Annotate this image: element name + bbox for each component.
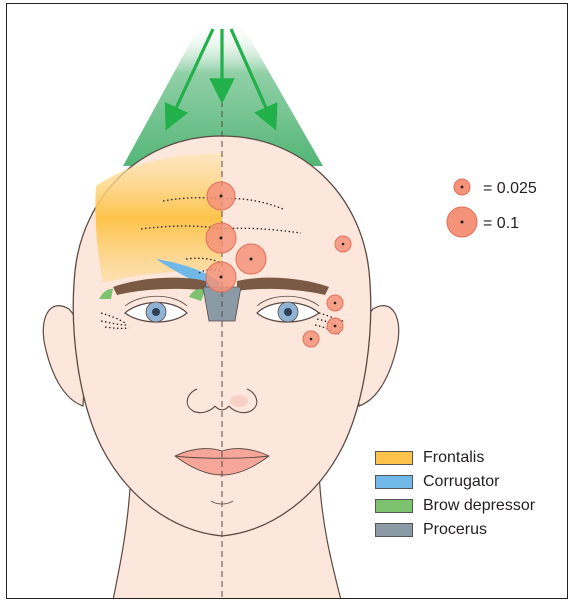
- legend-label: Procerus: [423, 521, 487, 539]
- dose-circle: [327, 295, 343, 311]
- dose-circle: [206, 262, 236, 292]
- brow-depressor-swatch: [375, 499, 413, 513]
- dose-circle: [236, 244, 266, 274]
- legend-label: Brow depressor: [423, 497, 535, 515]
- dose-circle: [335, 236, 351, 252]
- legend-label: Frontalis: [423, 449, 484, 467]
- dose-circle: [206, 223, 236, 253]
- legend-item-corrugator: Corrugator: [375, 470, 535, 494]
- procerus-swatch: [375, 523, 413, 537]
- legend-item-brow-depressor: Brow depressor: [375, 494, 535, 518]
- dose-circle: [207, 182, 235, 210]
- small-dose-label: = 0.025: [483, 180, 537, 197]
- dose-circle: [303, 331, 319, 347]
- large-dose-label: = 0.1: [483, 215, 519, 232]
- legend-item-procerus: Procerus: [375, 518, 535, 542]
- muscle-legend: Frontalis Corrugator Brow depressor Proc…: [375, 446, 535, 542]
- legend-label: Corrugator: [423, 473, 499, 491]
- dose-circle: [327, 318, 343, 334]
- corrugator-swatch: [375, 475, 413, 489]
- dose-scale-key: = 0.025 = 0.1: [447, 179, 537, 237]
- frontalis-muscle: [95, 153, 222, 283]
- nose-shade: [230, 395, 248, 407]
- legend-item-frontalis: Frontalis: [375, 446, 535, 470]
- frontalis-swatch: [375, 451, 413, 465]
- figure-frame: = 0.025 = 0.1 Frontalis Corrugator Brow …: [6, 3, 568, 599]
